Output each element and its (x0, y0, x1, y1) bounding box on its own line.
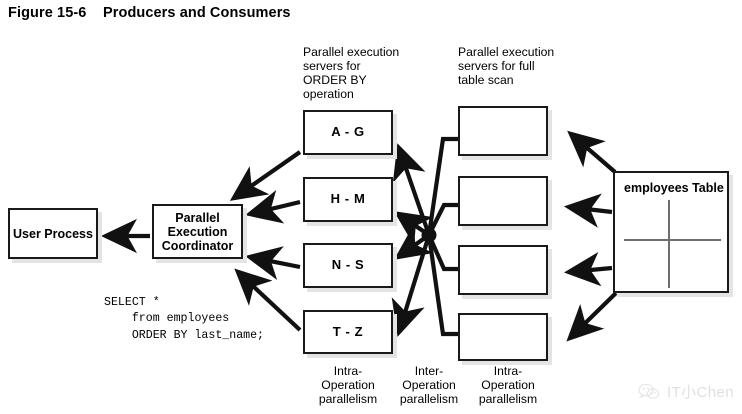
consumer-box-2[interactable] (458, 176, 548, 226)
wechat-logo-icon (638, 383, 660, 399)
producer-box-a-g[interactable]: A - G (303, 110, 393, 155)
sql-statement: SELECT * from employees ORDER BY last_na… (104, 296, 265, 342)
producer-box-h-m[interactable]: H - M (303, 177, 393, 222)
distribution-hub-node (421, 227, 437, 243)
node-employees-table[interactable]: employees Table (613, 171, 729, 293)
consumer-box-3[interactable] (458, 245, 548, 295)
table-grid-vertical-rule (668, 200, 670, 288)
table-grid-horizontal-rule (624, 239, 721, 241)
node-user-process[interactable]: User Process (8, 208, 98, 259)
bottom-label-inter-operation: Inter- Operation parallelism (399, 364, 459, 407)
consumer-box-4[interactable] (458, 313, 548, 361)
label-order-by-servers: Parallel execution servers for ORDER BY … (303, 45, 400, 102)
node-parallel-execution-coordinator[interactable]: Parallel Execution Coordinator (152, 204, 243, 259)
producer-box-n-s[interactable]: N - S (303, 243, 393, 288)
employees-table-label: employees Table (624, 181, 724, 195)
producer-box-t-z[interactable]: T - Z (303, 310, 393, 354)
label-full-scan-servers: Parallel execution servers for full tabl… (458, 45, 555, 88)
watermark-text: IT小Chen (667, 384, 734, 401)
bottom-label-intra-operation-right: Intra- Operation parallelism (478, 364, 538, 407)
consumer-box-1[interactable] (458, 106, 548, 156)
watermark: IT小Chen (638, 381, 734, 402)
bottom-label-intra-operation-left: Intra- Operation parallelism (318, 364, 378, 407)
page-title: Figure 15-6 Producers and Consumers (8, 5, 291, 21)
